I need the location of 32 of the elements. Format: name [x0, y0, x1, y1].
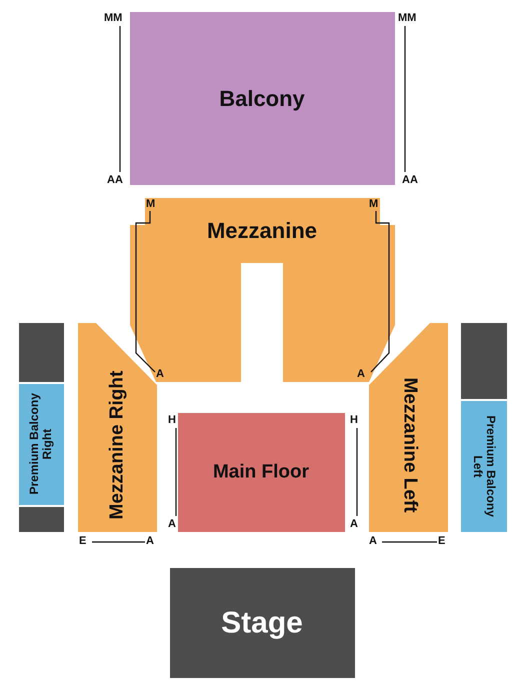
row-label: A [369, 536, 377, 547]
row-label: AA [402, 175, 418, 186]
seating-block [461, 323, 507, 399]
stage [170, 568, 355, 678]
row-label: MM [398, 13, 416, 24]
row-label: A [350, 519, 358, 530]
row-label: A [357, 369, 365, 380]
row-label: A [156, 369, 164, 380]
row-label: AA [107, 175, 123, 186]
row-label: M [369, 199, 378, 210]
section-label: Mezzanine Left [398, 376, 420, 515]
row-label: E [79, 536, 86, 547]
row-label: E [438, 536, 446, 547]
seating-section [19, 384, 64, 505]
row-label: A [168, 519, 176, 530]
section-label: Mezzanine Right [108, 370, 128, 522]
section-label: Premium Balcony Right [28, 392, 54, 497]
section-label: Premium Balcony Left [470, 414, 498, 519]
seating-block [19, 323, 64, 382]
seating-section [461, 401, 507, 532]
row-label: MM [104, 13, 122, 24]
section-label: Mezzanine [206, 218, 318, 244]
row-label: M [146, 199, 156, 210]
row-label: H [168, 415, 176, 426]
section-label: Balcony [218, 86, 306, 112]
seating-block [19, 507, 64, 532]
seating-section [130, 12, 395, 185]
row-label: A [146, 536, 154, 547]
section-label: Stage [220, 606, 304, 640]
seating-section [178, 413, 345, 532]
row-label: H [350, 415, 358, 426]
section-label: Main Floor [212, 462, 310, 484]
